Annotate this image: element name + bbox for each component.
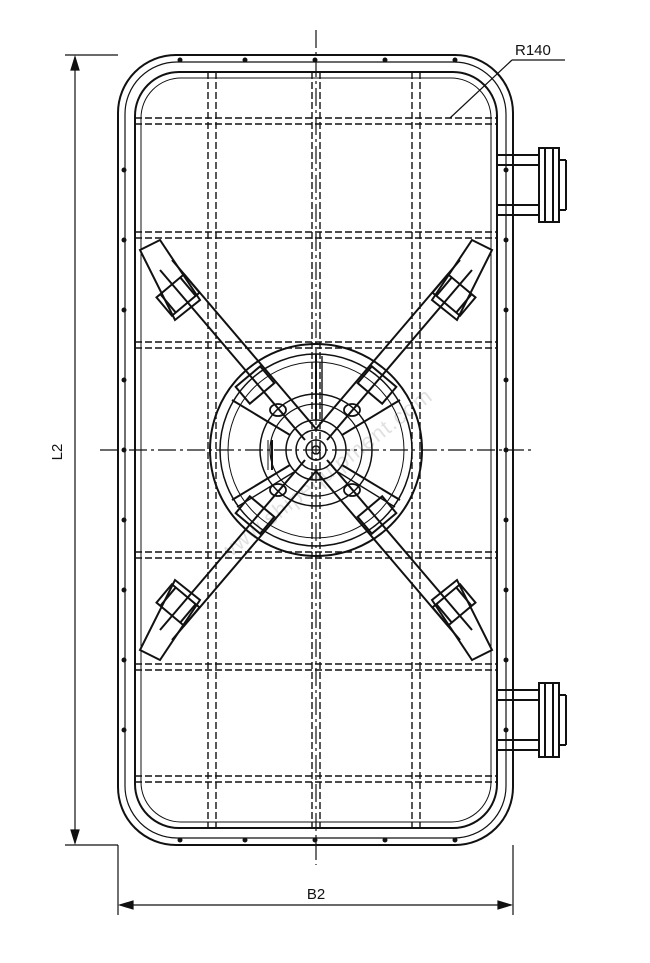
width-label: B2 — [307, 886, 325, 903]
radius-label: R140 — [515, 42, 551, 59]
stiffener-grid — [135, 72, 497, 828]
radius-leader — [449, 59, 565, 119]
length-label: L2 — [49, 444, 66, 461]
handwheel — [209, 343, 423, 557]
frame-bolts — [121, 57, 509, 843]
watermark-text: www.shipequipment.com — [213, 383, 437, 566]
dimension-length — [65, 54, 118, 846]
dimension-width — [117, 845, 514, 915]
centre-lines — [100, 30, 532, 865]
handwheel-lugs — [267, 403, 361, 497]
hinge-bottom — [496, 682, 567, 758]
dog-clamps — [155, 272, 477, 628]
hinge-top — [496, 147, 567, 223]
